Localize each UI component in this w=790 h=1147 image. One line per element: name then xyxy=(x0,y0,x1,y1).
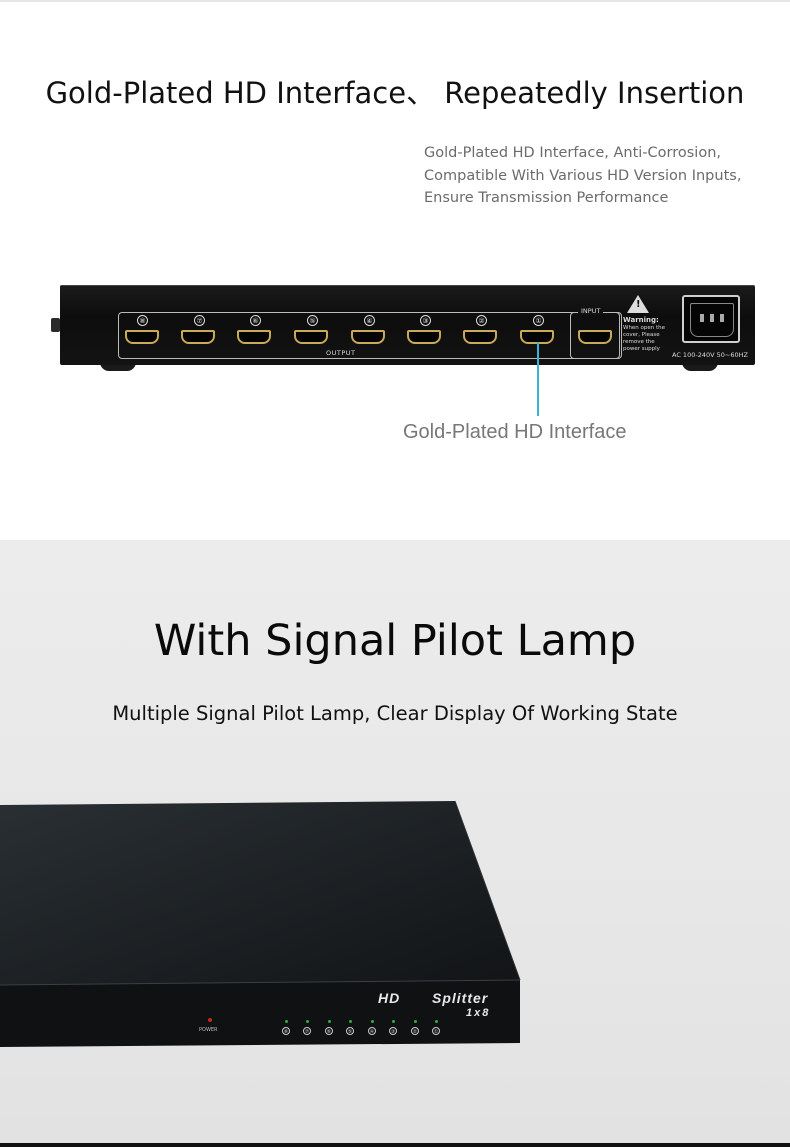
description-line: Compatible With Various HD Version Input… xyxy=(424,167,742,184)
section-title-pilot-lamp: With Signal Pilot Lamp xyxy=(153,616,637,666)
device-side-knob xyxy=(51,318,60,332)
signal-led xyxy=(414,1020,417,1023)
callout-label: Gold-Plated HD Interface xyxy=(403,421,627,443)
warning-line: cover, Please xyxy=(623,332,660,338)
signal-led xyxy=(306,1020,309,1023)
rear-panel-device: OUTPUT ⑧ ⑦ ⑥ ⑤ ④ ③ ② ① INPUT Warning: Wh… xyxy=(60,285,755,365)
lamp-number: ② xyxy=(411,1027,419,1035)
section-title-interface: Gold-Plated HD Interface、 Repeatedly Ins… xyxy=(45,76,745,110)
warning-line: When open the xyxy=(623,325,666,331)
hdmi-output-port xyxy=(237,330,271,344)
rear-panel-section xyxy=(0,0,790,540)
port-number: ⑥ xyxy=(250,315,261,326)
hdmi-input-port xyxy=(578,330,612,344)
warning-icon xyxy=(627,295,649,313)
input-label: INPUT xyxy=(578,307,604,315)
interface-description: Gold-Plated HD Interface, Anti-Corrosion… xyxy=(424,142,784,210)
lamp-number: ⑦ xyxy=(303,1027,311,1035)
port-number: ④ xyxy=(364,315,375,326)
splitter-ratio-label: 1x8 xyxy=(466,1007,491,1019)
hdmi-output-port xyxy=(407,330,441,344)
output-port-group xyxy=(118,312,620,359)
device-foot xyxy=(100,362,136,371)
warning-line: remove the xyxy=(623,339,655,345)
lamp-number: ③ xyxy=(389,1027,397,1035)
hdmi-output-port xyxy=(463,330,497,344)
brand-splitter-label: Splitter xyxy=(432,990,489,1006)
signal-led xyxy=(328,1020,331,1023)
port-number: ⑤ xyxy=(307,315,318,326)
device-foot xyxy=(682,362,718,371)
lamp-number: ① xyxy=(432,1027,440,1035)
power-socket-icon xyxy=(682,295,740,343)
brand-hd-label: HD xyxy=(378,990,401,1006)
lamp-number: ⑧ xyxy=(282,1027,290,1035)
signal-led xyxy=(285,1020,288,1023)
signal-led xyxy=(392,1020,395,1023)
power-rating-label: AC 100-240V 50~60HZ xyxy=(672,351,748,359)
output-label: OUTPUT xyxy=(322,349,360,357)
signal-led xyxy=(371,1020,374,1023)
port-number: ⑧ xyxy=(137,315,148,326)
page-bottom-border xyxy=(0,1143,790,1147)
description-line: Ensure Transmission Performance xyxy=(424,190,669,206)
port-number: ① xyxy=(533,315,544,326)
hdmi-output-port xyxy=(294,330,328,344)
hdmi-output-port xyxy=(181,330,215,344)
callout-pointer xyxy=(537,342,539,416)
lamp-number: ⑤ xyxy=(346,1027,354,1035)
hdmi-output-port xyxy=(125,330,159,344)
port-number: ⑦ xyxy=(194,315,205,326)
warning-title: Warning: xyxy=(623,316,659,324)
hdmi-output-port xyxy=(351,330,385,344)
lamp-number: ④ xyxy=(368,1027,376,1035)
signal-led xyxy=(435,1020,438,1023)
pilot-lamp-subtitle: Multiple Signal Pilot Lamp, Clear Displa… xyxy=(112,702,678,725)
description-line: Gold-Plated HD Interface, Anti-Corrosion… xyxy=(424,145,721,161)
power-led xyxy=(208,1018,212,1022)
port-number: ② xyxy=(476,315,487,326)
lamp-number: ⑥ xyxy=(325,1027,333,1035)
warning-text: Warning: When open the cover, Please rem… xyxy=(623,317,683,353)
port-number: ③ xyxy=(420,315,431,326)
warning-line: power supply xyxy=(623,346,660,352)
splitter-device-image xyxy=(0,800,521,1047)
power-led-label: POWER xyxy=(199,1027,218,1033)
signal-led xyxy=(349,1020,352,1023)
